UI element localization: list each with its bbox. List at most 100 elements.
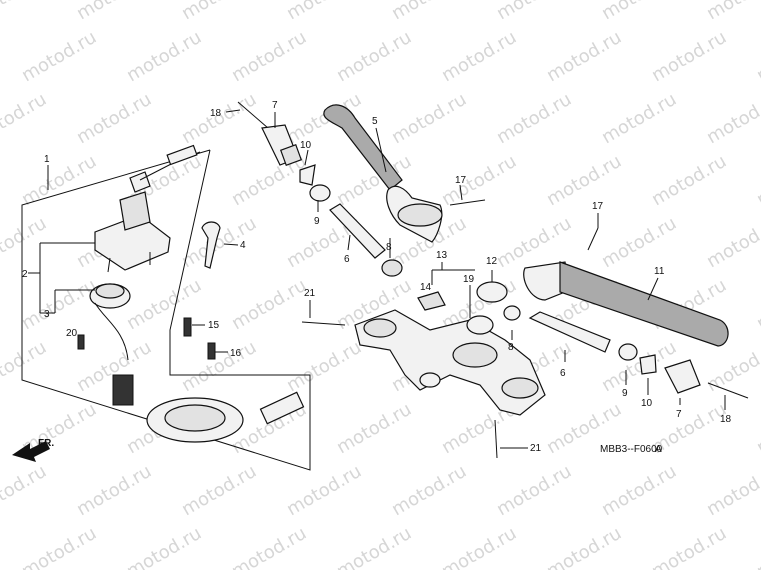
watermark-text: motod.ru [598, 461, 680, 520]
callout-6-right: 6 [560, 368, 566, 379]
collar-left [309, 184, 331, 202]
bolt-17-left [449, 199, 486, 206]
watermark-text: motod.ru [438, 151, 520, 210]
callout-17-left: 17 [455, 175, 467, 186]
watermark-text: motod.ru [648, 27, 730, 86]
callout-7-left: 7 [272, 100, 278, 111]
leader-lines [28, 109, 726, 449]
callout-1: 1 [44, 154, 50, 165]
direction-label: FR. [38, 438, 54, 449]
watermark-text: motod.ru [73, 461, 155, 520]
watermark-text: motod.ru [648, 151, 730, 210]
cap-12 [476, 281, 508, 303]
watermark-text: motod.ru [333, 27, 415, 86]
callout-8-left: 8 [386, 242, 392, 253]
callout-18-left: 18 [210, 108, 222, 119]
callout-19: 19 [463, 274, 475, 285]
switch-cover [146, 397, 244, 443]
watermark-text: motod.ru [18, 523, 100, 570]
bolt-17-right [587, 227, 599, 251]
nut-8-right [503, 305, 521, 321]
watermark-text: motod.ru [123, 523, 205, 570]
watermark-text: motod.ru [703, 213, 761, 272]
watermark-text: motod.ru [0, 0, 50, 24]
watermark-text: motod.ru [73, 89, 155, 148]
watermark-text: motod.ru [178, 337, 260, 396]
watermark-text: motod.ru [228, 275, 310, 334]
callout-20: 20 [66, 328, 78, 339]
key [201, 221, 221, 269]
callout-10-left: 10 [300, 140, 312, 151]
watermark-text: motod.ru [18, 275, 100, 334]
watermark-text: motod.ru [598, 213, 680, 272]
front-direction-arrow: FR. [12, 438, 54, 462]
diagram-code-suffix: A [655, 444, 662, 455]
washer-14 [417, 291, 446, 311]
watermark-text: motod.ru [178, 213, 260, 272]
watermark-text: motod.ru [333, 523, 415, 570]
watermark-text: motod.ru [598, 0, 680, 24]
watermark-text: motod.ru [543, 27, 625, 86]
bolt-18-right [707, 382, 749, 399]
bar-end-weight-right [664, 359, 701, 394]
screw-15 [183, 317, 192, 337]
watermark-text: motod.ru [388, 89, 470, 148]
watermark-text: motod.ru [753, 27, 761, 86]
detent-part [259, 391, 305, 425]
inner-tube-left [329, 203, 403, 277]
callout-13: 13 [436, 250, 448, 261]
watermark-text: motod.ru [703, 89, 761, 148]
callout-9-left: 9 [314, 216, 320, 227]
watermark-text: motod.ru [283, 461, 365, 520]
watermark-text: motod.ru [493, 89, 575, 148]
bolt-21-bottom [494, 419, 498, 459]
watermark-text: motod.ru [18, 151, 100, 210]
watermark-text: motod.ru [73, 0, 155, 24]
callout-6-left: 6 [344, 254, 350, 265]
watermark-text: motod.ru [228, 523, 310, 570]
watermark-text: motod.ru [123, 27, 205, 86]
callout-2: 2 [22, 269, 28, 280]
watermark-text: motod.ru [388, 461, 470, 520]
watermark-text: motod.ru [493, 461, 575, 520]
watermark-text: motod.ru [703, 461, 761, 520]
ignition-group-outline [21, 149, 311, 471]
watermark-text: motod.ru [438, 523, 520, 570]
clip-left [299, 164, 316, 186]
watermark-text: motod.ru [493, 0, 575, 24]
screw-20 [77, 334, 85, 350]
watermark-text: motod.ru [0, 461, 50, 520]
lock-cylinder [89, 283, 134, 406]
inner-tube-right [528, 311, 611, 353]
callout-12: 12 [486, 256, 498, 267]
watermark-text: motod.ru [753, 275, 761, 334]
watermark-text: motod.ru [703, 0, 761, 24]
diagram-code: MBB3--F0600 [600, 444, 663, 455]
callout-5: 5 [372, 116, 378, 127]
callout-7-right: 7 [676, 409, 682, 420]
watermark-text: motod.ru [438, 27, 520, 86]
callout-labels: 1 2 3 4 5 6 6 7 7 8 8 9 9 10 10 11 12 13… [22, 100, 732, 454]
watermark-text: motod.ru [178, 461, 260, 520]
watermark-text: motod.ru [598, 89, 680, 148]
ignition-switch [94, 144, 201, 273]
callout-3: 3 [44, 309, 50, 320]
handlebar-right [523, 261, 729, 347]
nut-19 [466, 315, 494, 335]
callout-9-right: 9 [622, 388, 628, 399]
callout-11: 11 [654, 266, 665, 277]
watermark-text: motod.ru [283, 337, 365, 396]
watermark-text: motod.ru [703, 337, 761, 396]
callout-18-right: 18 [720, 414, 732, 425]
clip-right [639, 354, 657, 375]
watermark-text: motod.ru [333, 399, 415, 458]
callout-4: 4 [240, 240, 246, 251]
watermark-text: motod.ru [18, 27, 100, 86]
screw-16 [207, 342, 216, 360]
watermark-text: motod.ru [648, 523, 730, 570]
callout-15: 15 [208, 320, 220, 331]
watermark-text: motod.ru [753, 399, 761, 458]
callout-8-right: 8 [508, 342, 514, 353]
watermark-text: motod.ru [283, 0, 365, 24]
